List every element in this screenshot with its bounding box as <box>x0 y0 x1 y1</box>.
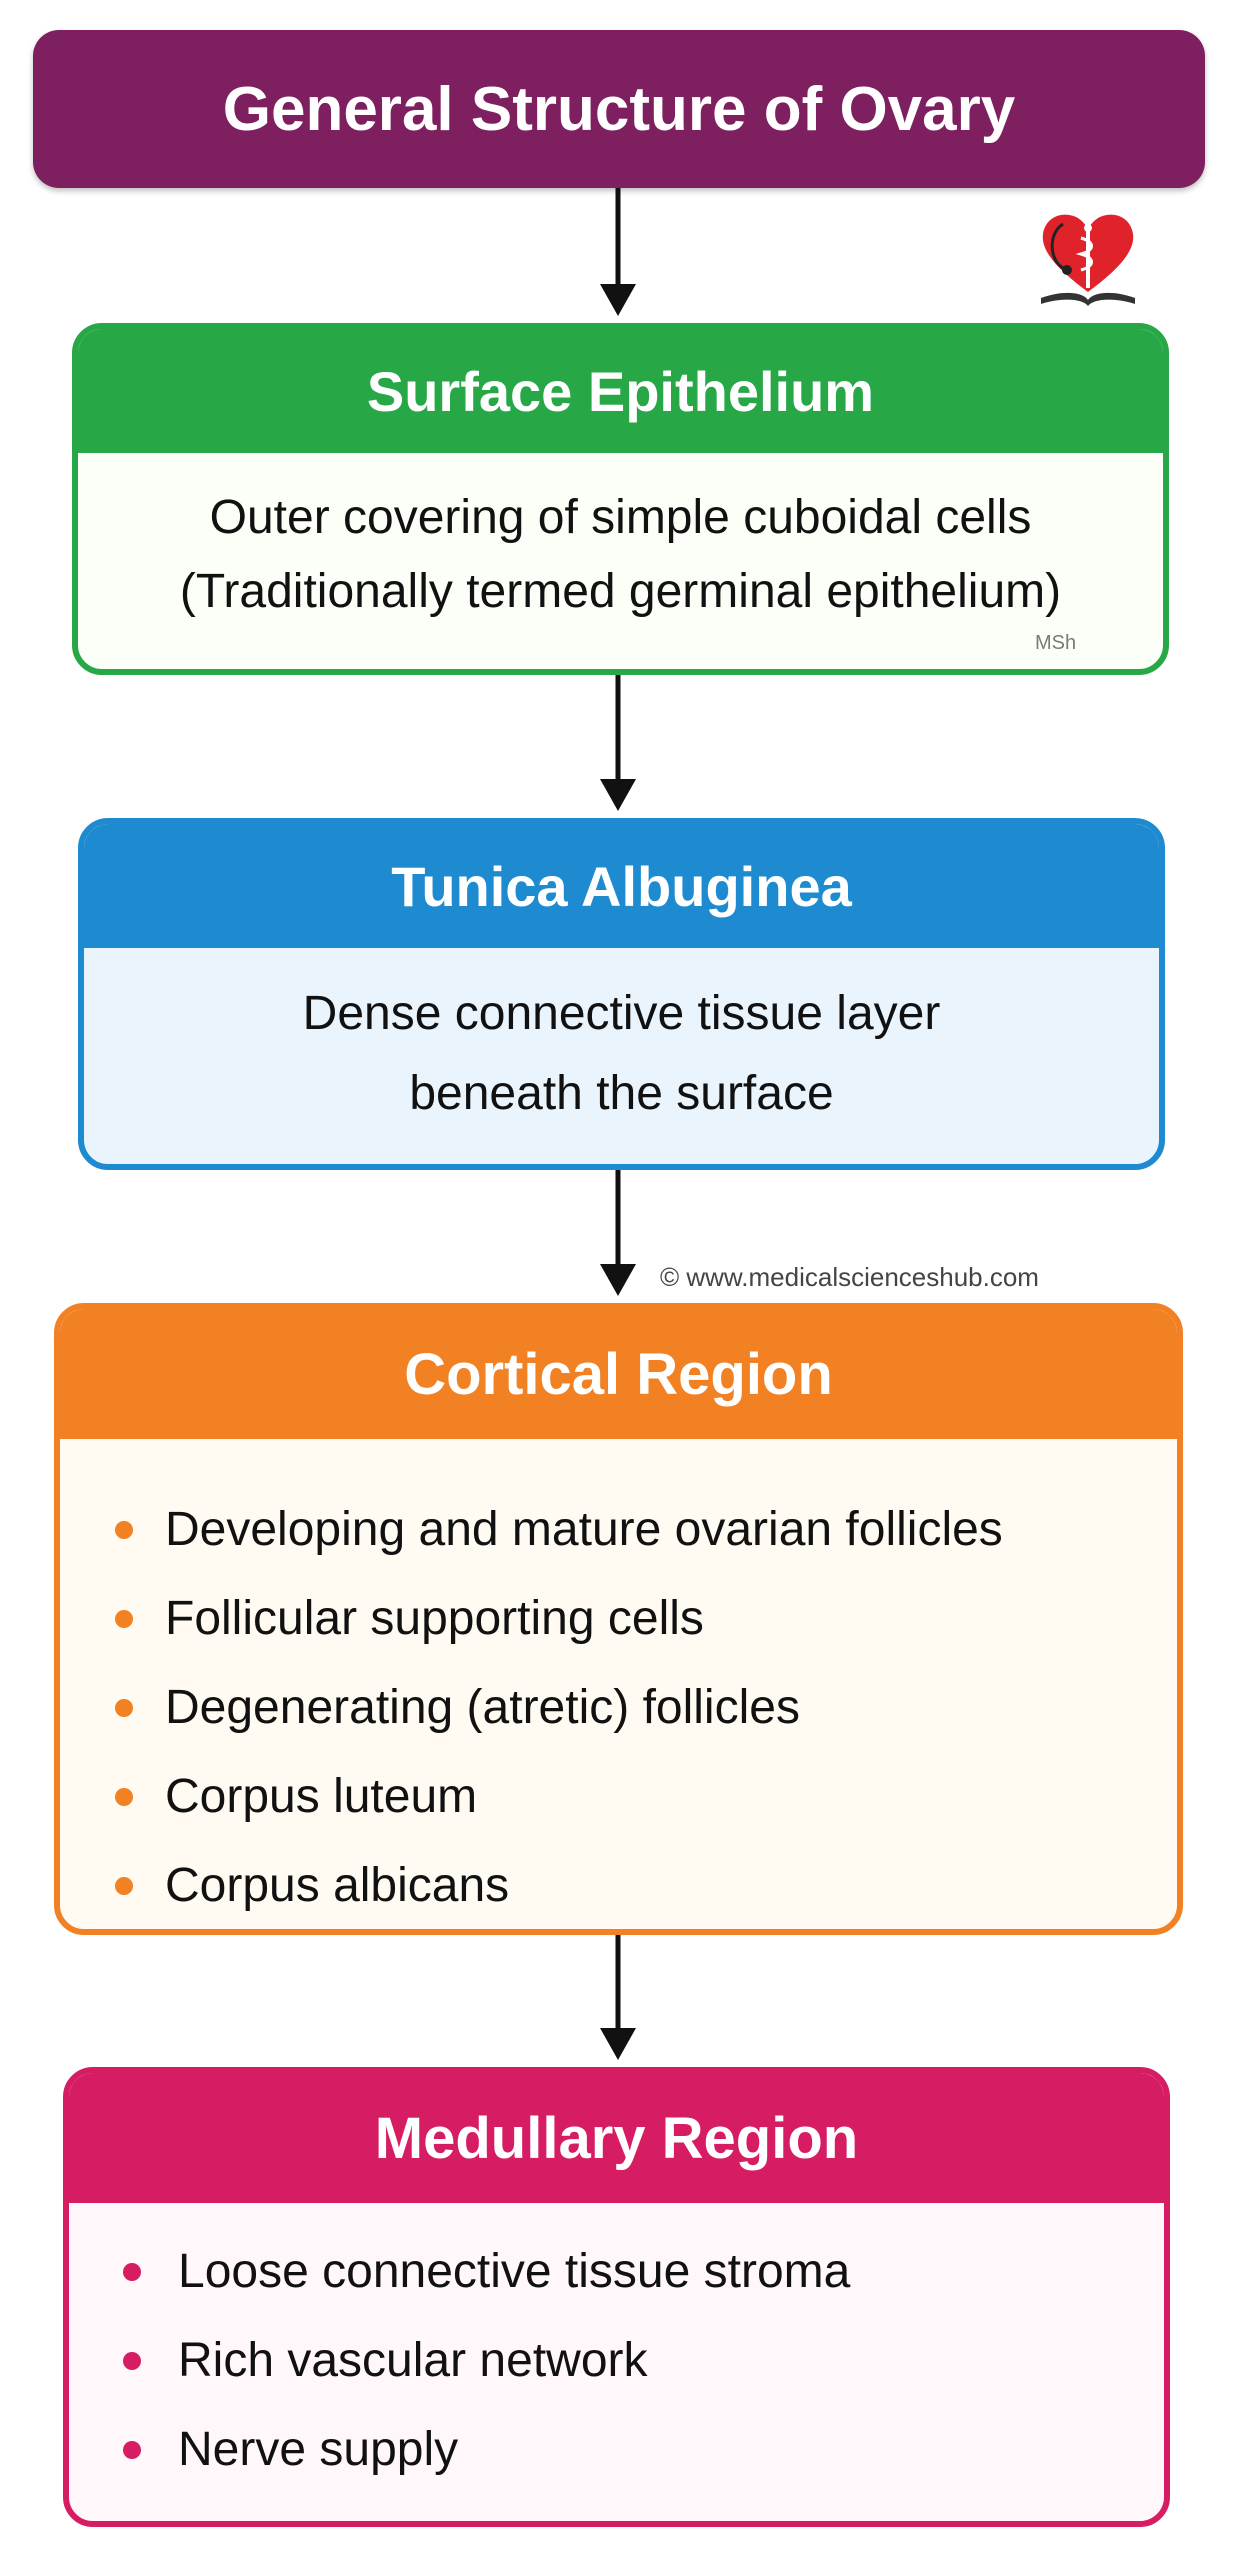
bullet-icon <box>123 2263 141 2281</box>
medullary-region-list: Loose connective tissue stroma Rich vasc… <box>69 2203 1164 2494</box>
diagram-title: General Structure of Ovary <box>222 74 1016 144</box>
copyright-watermark: © www.medicalscienceshub.com <box>660 1262 1039 1292</box>
list-item-text: Degenerating (atretic) follicles <box>165 1681 800 1734</box>
tunica-albuginea-description: Dense connective tissue layer beneath th… <box>84 948 1159 1134</box>
list-item: Nerve supply <box>69 2405 1164 2494</box>
list-item: Rich vascular network <box>69 2316 1164 2405</box>
list-item: Follicular supporting cells <box>60 1574 1177 1663</box>
msh-watermark: MSh <box>1035 632 1077 654</box>
title-banner: General Structure of Ovary <box>33 30 1205 188</box>
cortical-region-heading: Cortical Region <box>60 1309 1177 1439</box>
list-item-text: Follicular supporting cells <box>165 1592 704 1645</box>
heart-stethoscope-book-logo <box>1041 214 1135 306</box>
medullary-region-box: Medullary Region Loose connective tissue… <box>63 2067 1170 2527</box>
surface-epithelium-description: Outer covering of simple cuboidal cells … <box>78 453 1163 629</box>
medullary-region-heading: Medullary Region <box>69 2073 1164 2203</box>
list-item-text: Rich vascular network <box>178 2334 648 2387</box>
surface-epithelium-line-1: Outer covering of simple cuboidal cells <box>209 491 1032 544</box>
list-item-text: Corpus albicans <box>165 1859 510 1912</box>
arrow-title-to-surface <box>600 188 636 316</box>
tunica-albuginea-heading: Tunica Albuginea <box>84 824 1159 948</box>
list-item: Developing and mature ovarian follicles <box>60 1485 1177 1574</box>
list-item-text: Loose connective tissue stroma <box>178 2245 851 2298</box>
list-item: Degenerating (atretic) follicles <box>60 1663 1177 1752</box>
list-item: Corpus albicans <box>60 1841 1177 1929</box>
list-item-text: Developing and mature ovarian follicles <box>165 1503 1003 1556</box>
surface-epithelium-line-2: (Traditionally termed germinal epitheliu… <box>179 565 1062 618</box>
tunica-albuginea-line-2: beneath the surface <box>409 1067 834 1120</box>
bullet-icon <box>123 2441 141 2459</box>
arrow-tunica-to-cortical <box>600 1170 636 1296</box>
surface-epithelium-box: Surface Epithelium Outer covering of sim… <box>72 323 1169 675</box>
list-item-text: Corpus luteum <box>165 1770 478 1823</box>
bullet-icon <box>115 1521 133 1539</box>
tunica-albuginea-box: Tunica Albuginea Dense connective tissue… <box>78 818 1165 1170</box>
arrow-surface-to-tunica <box>600 675 636 811</box>
bullet-icon <box>115 1699 133 1717</box>
bullet-icon <box>115 1610 133 1628</box>
cortical-region-list: Developing and mature ovarian follicles … <box>60 1439 1177 1929</box>
arrow-cortical-to-medullary <box>600 1935 636 2060</box>
list-item-text: Nerve supply <box>178 2423 459 2476</box>
bullet-icon <box>123 2352 141 2370</box>
cortical-region-box: Cortical Region Developing and mature ov… <box>54 1303 1183 1935</box>
list-item: Loose connective tissue stroma <box>69 2227 1164 2316</box>
tunica-albuginea-line-1: Dense connective tissue layer <box>302 987 941 1040</box>
list-item: Corpus luteum <box>60 1752 1177 1841</box>
bullet-icon <box>115 1788 133 1806</box>
surface-epithelium-heading: Surface Epithelium <box>78 329 1163 453</box>
bullet-icon <box>115 1877 133 1895</box>
